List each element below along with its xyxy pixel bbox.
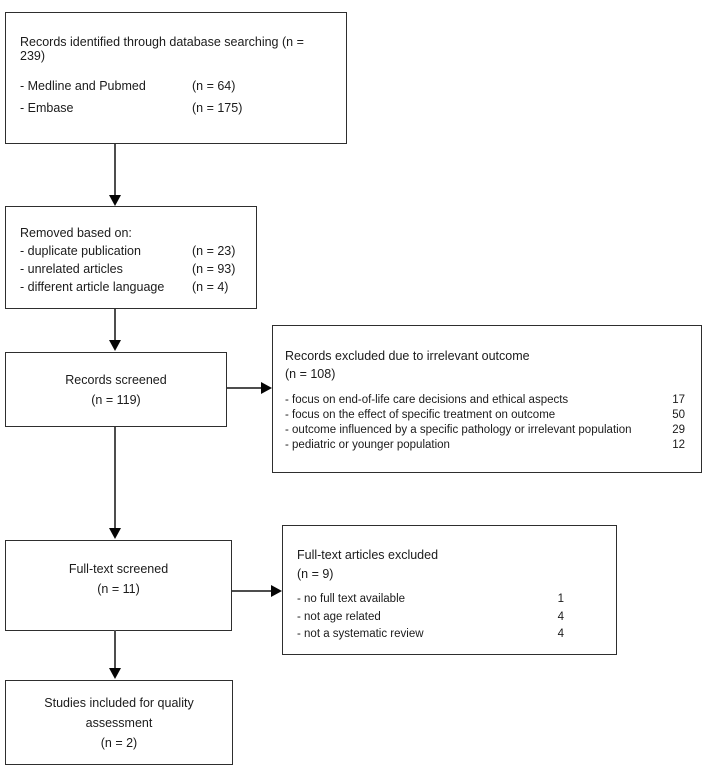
- removed-label: - duplicate publication: [20, 244, 141, 258]
- arrow-fulltext-to-excluded-stem: [232, 590, 272, 592]
- records-identified-title: Records identified through database sear…: [20, 35, 304, 63]
- box-fulltext-excluded: Full-text articles excluded (n = 9) - no…: [282, 525, 617, 655]
- exclusion-label: - not age related: [297, 610, 381, 623]
- removed-count: (n = 4): [192, 280, 229, 294]
- exclusion-row-treatment: - focus on the effect of specific treatm…: [285, 408, 685, 423]
- arrow-screened-to-fulltext-stem: [114, 427, 116, 529]
- box-studies-included: Studies included for quality assessment …: [5, 680, 233, 765]
- box-records-screened: Records screened (n = 119): [5, 352, 227, 427]
- fulltext-screened-count: (n = 11): [97, 581, 140, 596]
- box-records-identified: Records identified through database sear…: [5, 12, 347, 144]
- fulltext-exclusion-row-not-review: - not a systematic review 4: [297, 626, 564, 644]
- box-removed-based-on: Removed based on: - duplicate publicatio…: [5, 206, 257, 309]
- studies-included-line2: assessment: [85, 715, 153, 730]
- exclusion-label: - focus on end-of-life care decisions an…: [285, 394, 569, 406]
- exclusion-count: 1: [557, 593, 564, 605]
- exclusion-label: - outcome influenced by a specific patho…: [285, 424, 632, 436]
- fulltext-exclusion-row-not-age: - not age related 4: [297, 609, 564, 627]
- exclusion-label: - no full text available: [297, 593, 406, 605]
- exclusion-row-pediatric: - pediatric or younger population 12: [285, 438, 685, 453]
- fulltext-exclusion-row-no-fulltext: - no full text available 1: [297, 591, 564, 609]
- arrow-removed-to-screened-stem: [114, 309, 116, 341]
- arrow-screened-to-excluded-head: [261, 382, 272, 394]
- removed-row-duplicate: - duplicate publication (n = 23): [20, 242, 244, 260]
- source-row-embase: - Embase (n = 175): [20, 97, 332, 119]
- removed-count: (n = 23): [192, 244, 236, 258]
- source-count: (n = 175): [192, 101, 243, 115]
- exclusion-count: 12: [672, 439, 685, 451]
- removed-count: (n = 93): [192, 262, 236, 276]
- records-screened-count: (n = 119): [91, 392, 141, 407]
- studies-included-count: (n = 2): [100, 735, 138, 750]
- exclusion-count: 17: [672, 394, 685, 406]
- exclusion-count: 50: [672, 409, 685, 421]
- arrow-screened-to-excluded-stem: [227, 387, 262, 389]
- exclusion-label: - focus on the effect of specific treatm…: [285, 409, 556, 421]
- source-label: - Embase: [20, 101, 74, 115]
- records-excluded-count: (n = 108): [285, 367, 336, 381]
- source-row-medline: - Medline and Pubmed (n = 64): [20, 75, 332, 97]
- exclusion-count: 4: [557, 610, 564, 623]
- arrow-fulltext-to-included-head: [109, 668, 121, 679]
- box-records-excluded: Records excluded due to irrelevant outco…: [272, 325, 702, 473]
- removed-row-unrelated: - unrelated articles (n = 93): [20, 260, 244, 278]
- removed-label: - different article language: [20, 280, 165, 294]
- box-fulltext-screened: Full-text screened (n = 11): [5, 540, 232, 631]
- exclusion-label: - pediatric or younger population: [285, 439, 450, 451]
- exclusion-label: - not a systematic review: [297, 628, 424, 640]
- arrow-screened-to-fulltext-head: [109, 528, 121, 539]
- fulltext-excluded-title: Full-text articles excluded: [297, 548, 439, 562]
- fulltext-excluded-count: (n = 9): [297, 567, 334, 581]
- records-excluded-title: Records excluded due to irrelevant outco…: [285, 349, 530, 363]
- source-count: (n = 64): [192, 79, 236, 93]
- exclusion-count: 4: [557, 628, 564, 640]
- exclusion-row-pathology: - outcome influenced by a specific patho…: [285, 423, 685, 438]
- source-label: - Medline and Pubmed: [20, 79, 146, 93]
- arrow-fulltext-to-included-stem: [114, 630, 116, 669]
- exclusion-count: 29: [672, 424, 685, 436]
- studies-included-line1: Studies included for quality: [44, 695, 194, 710]
- records-screened-label: Records screened: [65, 372, 167, 387]
- exclusion-row-eol-care: - focus on end-of-life care decisions an…: [285, 393, 685, 408]
- fulltext-screened-label: Full-text screened: [68, 561, 169, 576]
- removed-label: - unrelated articles: [20, 262, 123, 276]
- arrow-identified-to-removed-head: [109, 195, 121, 206]
- arrow-removed-to-screened-head: [109, 340, 121, 351]
- arrow-fulltext-to-excluded-head: [271, 585, 282, 597]
- removed-row-language: - different article language (n = 4): [20, 278, 244, 296]
- arrow-identified-to-removed-stem: [114, 144, 116, 196]
- removed-title: Removed based on:: [20, 226, 132, 240]
